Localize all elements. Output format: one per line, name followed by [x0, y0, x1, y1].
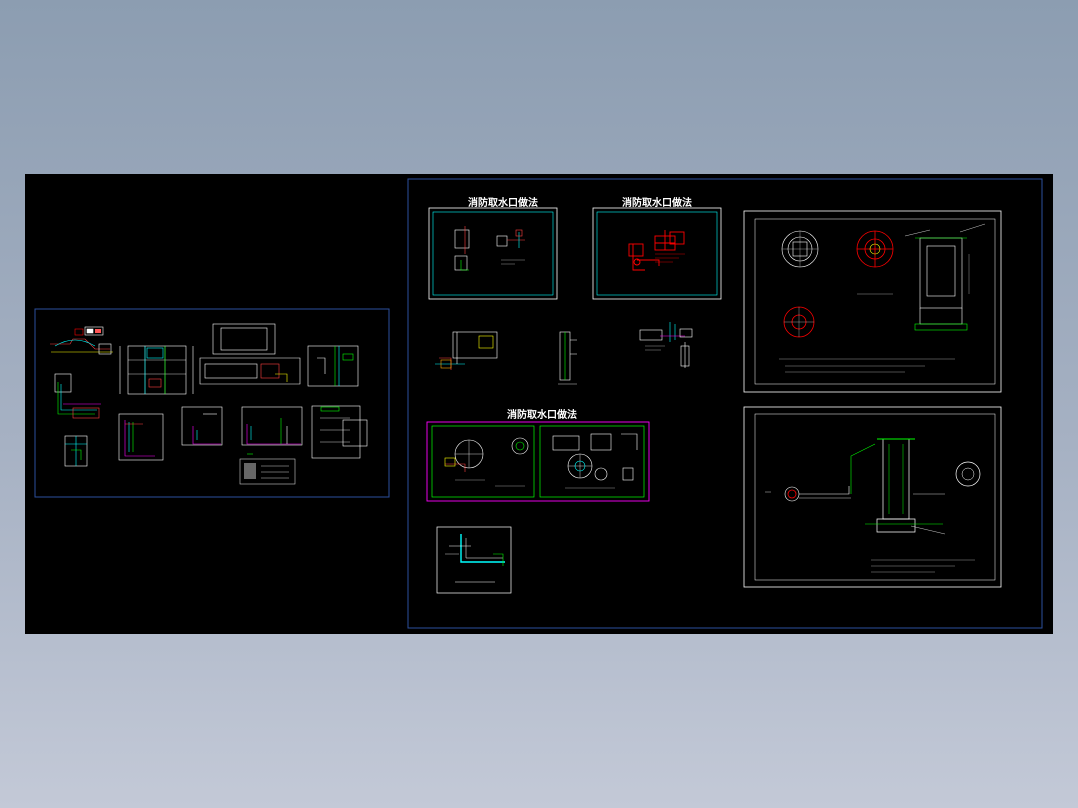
detail-panel-4[interactable]	[436, 526, 512, 594]
left-sheet-frame[interactable]	[34, 308, 390, 498]
cad-model-space[interactable]: 消防取水口做法 消防取水口做法	[25, 174, 1053, 634]
detail-panel-2[interactable]	[592, 207, 722, 300]
title-top-left: 消防取水口做法	[468, 196, 538, 209]
right-sheet-frame[interactable]	[407, 178, 1043, 629]
left-sheet-details[interactable]	[50, 323, 368, 485]
detail-panel-6[interactable]	[743, 406, 1002, 588]
detail-panel-1[interactable]	[428, 207, 558, 300]
detail-panel-5[interactable]	[743, 210, 1002, 393]
detail-panel-3[interactable]	[426, 421, 650, 502]
small-details-row[interactable]	[435, 322, 693, 385]
title-top-middle: 消防取水口做法	[622, 196, 692, 209]
cad-drawing: 消防取水口做法 消防取水口做法	[34, 178, 1043, 629]
title-lower-left: 消防取水口做法	[507, 408, 577, 421]
